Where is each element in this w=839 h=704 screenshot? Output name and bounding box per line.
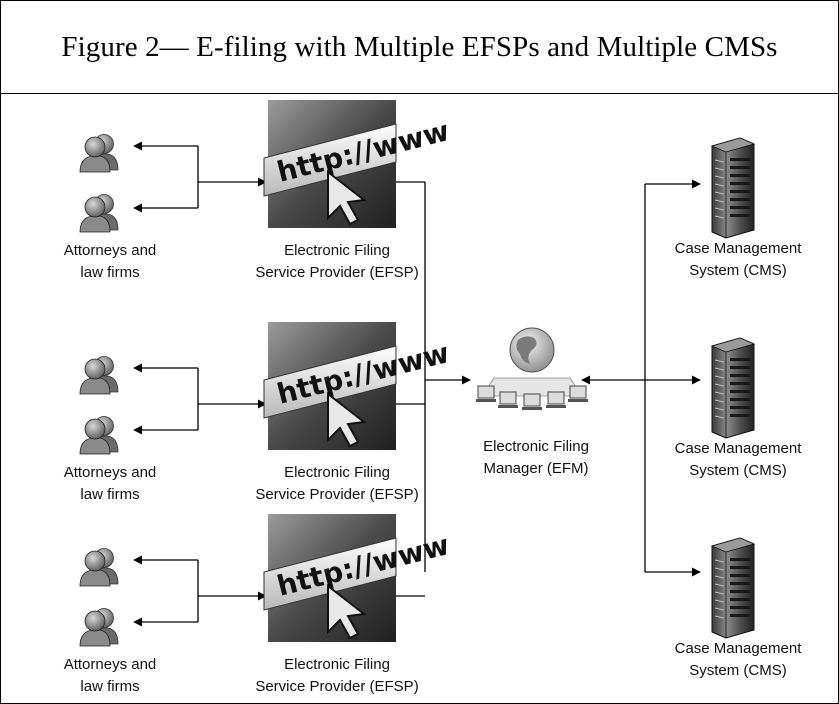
user-group-icon [79,608,119,647]
cms-label-line1: Case Management [674,640,802,657]
title-box: Figure 2— E-filing with Multiple EFSPs a… [1,1,838,94]
attorneys-label-line1: Attorneys and [63,656,157,673]
attorneys-label: Attorneys and law firms [25,240,195,284]
efsp-label-line2: Service Provider (EFSP) [255,678,419,695]
efm-label-line2: Manager (EFM) [483,460,589,477]
efsp-label-line2: Service Provider (EFSP) [255,486,419,503]
attorneys-label: Attorneys and law firms [25,462,195,506]
user-group-icon [79,548,119,587]
attorneys-label-line2: law firms [80,678,140,695]
cms-label-line2: System (CMS) [689,262,787,279]
efsp-label-line2: Service Provider (EFSP) [255,264,419,281]
cms-label-line2: System (CMS) [689,462,787,479]
cms-label-line1: Case Management [674,240,802,257]
browser-http-icon [263,513,454,643]
attorneys-label-line1: Attorneys and [63,242,157,259]
user-group-icon [79,356,119,395]
efm-label-line1: Electronic Filing [483,438,589,455]
server-tower-icon [711,537,755,639]
browser-http-icon [263,99,454,229]
attorneys-label: Attorneys and law firms [25,654,195,698]
efsp-label-line1: Electronic Filing [284,656,390,673]
attorneys-label-line2: law firms [80,486,140,503]
user-group-icon [79,134,119,173]
network-globe-icon [475,327,589,411]
attorneys-label-line1: Attorneys and [63,464,157,481]
cms-label-line2: System (CMS) [689,662,787,679]
efsp-label-line1: Electronic Filing [284,242,390,259]
server-tower-icon [711,337,755,439]
user-group-icon [79,194,119,233]
cms-label-line1: Case Management [674,440,802,457]
server-tower-icon [711,137,755,239]
efsp-label-line1: Electronic Filing [284,464,390,481]
figure-title: Figure 2— E-filing with Multiple EFSPs a… [61,30,778,63]
attorneys-label-line2: law firms [80,264,140,281]
browser-http-icon [263,321,454,451]
user-group-icon [79,416,119,455]
